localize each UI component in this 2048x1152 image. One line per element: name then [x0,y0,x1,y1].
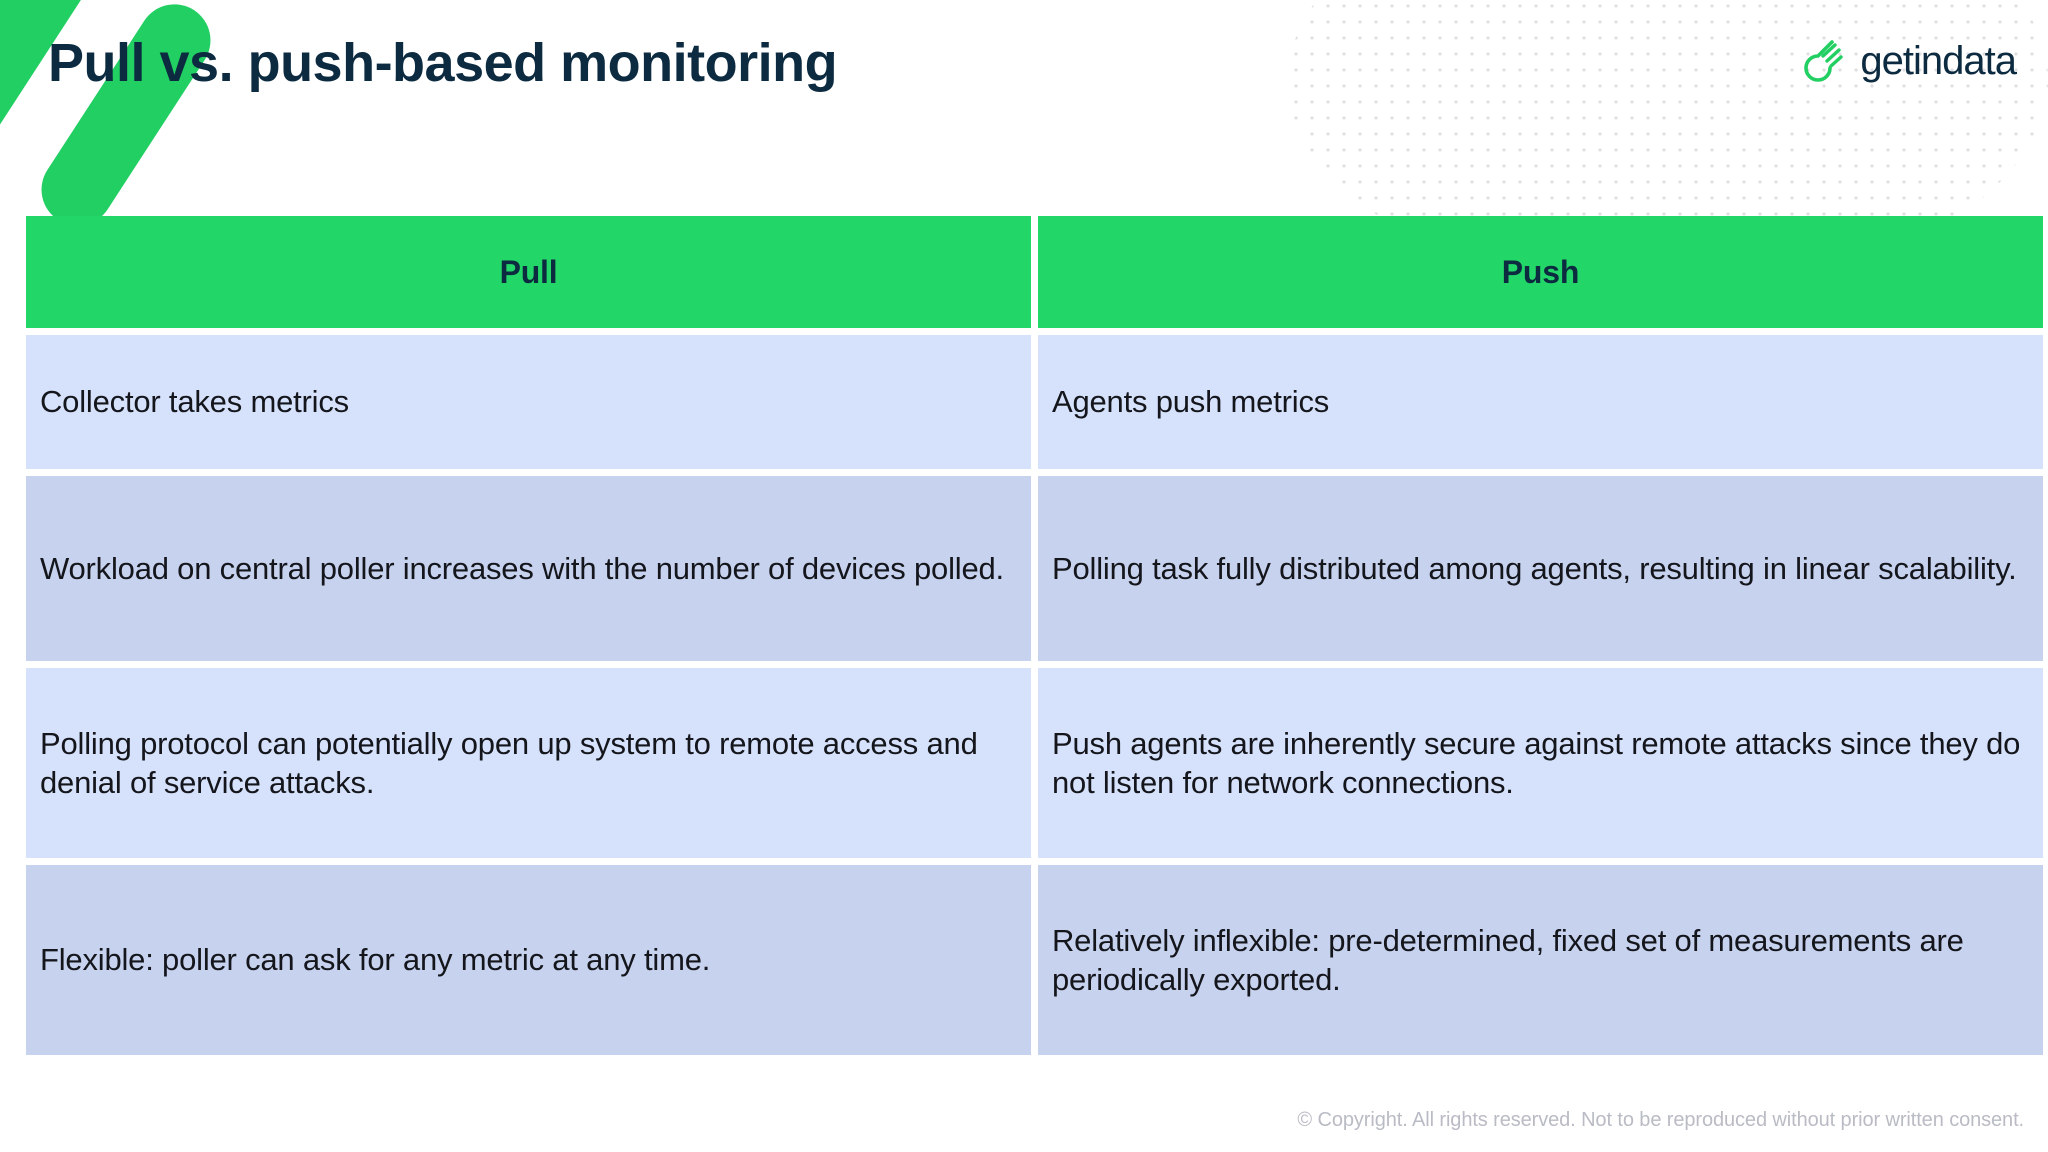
cell-push-4: Relatively inflexible: pre-determined, f… [1038,865,2043,1055]
cell-push-3-text: Push agents are inherently secure agains… [1052,725,2021,800]
cell-push-2: Polling task fully distributed among age… [1038,476,2043,661]
cell-push-2-text: Polling task fully distributed among age… [1052,550,2017,586]
cell-pull-3: Polling protocol can potentially open up… [26,668,1031,858]
brand-logo: getindata [1804,38,2017,84]
cell-push-3: Push agents are inherently secure agains… [1038,668,2043,858]
cell-push-1: Agents push metrics [1038,335,2043,469]
cell-pull-1: Collector takes metrics [26,335,1031,469]
column-header-pull-label: Pull [499,253,558,290]
cell-push-1-text: Agents push metrics [1052,384,1330,420]
cell-pull-2-text: Workload on central poller increases wit… [40,550,1004,586]
table-row: Workload on central poller increases wit… [26,476,2043,661]
column-header-pull: Pull [26,216,1031,328]
cell-push-4-text: Relatively inflexible: pre-determined, f… [1052,922,1964,997]
cell-pull-3-text: Polling protocol can potentially open up… [40,725,978,800]
column-header-push-label: Push [1501,253,1580,290]
getindata-swoosh-icon [1804,40,1844,82]
cell-pull-4: Flexible: poller can ask for any metric … [26,865,1031,1055]
table-header-row: Pull Push [26,216,2043,328]
comparison-table: Pull Push Collector takes metrics Agents… [26,216,2043,1055]
table-row: Polling protocol can potentially open up… [26,668,2043,858]
table-row: Collector takes metrics Agents push metr… [26,335,2043,469]
cell-pull-2: Workload on central poller increases wit… [26,476,1031,661]
page-title: Pull vs. push-based monitoring [48,33,838,93]
copyright-notice: © Copyright. All rights reserved. Not to… [1297,1109,2024,1131]
brand-name: getindata [1860,38,2017,83]
cell-pull-1-text: Collector takes metrics [40,384,349,420]
column-header-push: Push [1038,216,2043,328]
cell-pull-4-text: Flexible: poller can ask for any metric … [40,942,711,978]
table-row: Flexible: poller can ask for any metric … [26,865,2043,1055]
